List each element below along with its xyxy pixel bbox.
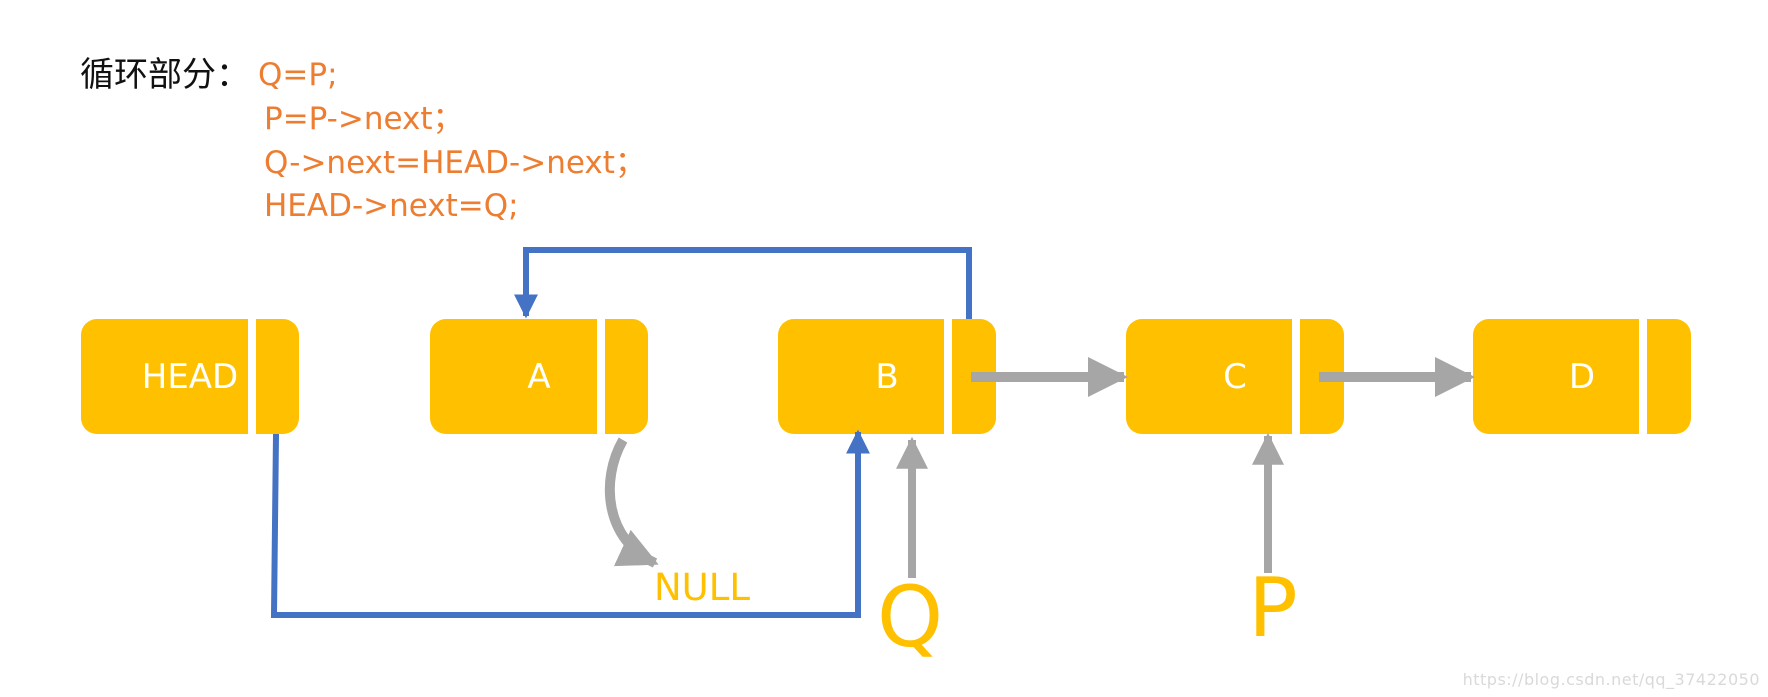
null-label: NULL xyxy=(654,566,750,609)
node-a: A xyxy=(430,319,648,434)
node-head: HEAD xyxy=(81,319,299,434)
node-c-label: C xyxy=(1223,357,1247,397)
code-line-4: HEAD->next=Q; xyxy=(264,188,519,224)
code-line-2: P=P->next； xyxy=(264,101,464,137)
arrow-b-to-a-loop xyxy=(514,247,972,319)
node-head-divider xyxy=(248,319,256,434)
loop-section-label: 循环部分： xyxy=(80,50,250,100)
pointer-q-label: Q xyxy=(877,568,943,666)
node-d-data-cell xyxy=(1473,319,1691,434)
node-a-label: A xyxy=(527,357,550,397)
node-d-label: D xyxy=(1569,357,1595,397)
loop-section-title: 循环部分： xyxy=(80,55,250,95)
node-head-label: HEAD xyxy=(142,357,239,397)
arrow-a-to-null xyxy=(604,437,659,568)
node-c-divider xyxy=(1292,319,1300,434)
node-a-data-cell xyxy=(430,319,648,434)
arrow-head-to-b-loop xyxy=(270,429,870,618)
code-line-1: Q=P; xyxy=(258,57,338,93)
node-d: D xyxy=(1473,319,1691,434)
node-b-data-cell xyxy=(778,319,996,434)
code-line-3: Q->next=HEAD->next； xyxy=(264,145,646,181)
node-d-divider xyxy=(1639,319,1647,434)
node-head-data-cell xyxy=(81,319,299,434)
node-b-divider xyxy=(944,319,952,434)
node-a-divider xyxy=(597,319,605,434)
watermark: https://blog.csdn.net/qq_37422050 xyxy=(1462,670,1760,689)
node-b: B xyxy=(778,319,996,434)
node-c-data-cell xyxy=(1126,319,1344,434)
node-c: C xyxy=(1126,319,1344,434)
node-b-label: B xyxy=(875,357,898,397)
pointer-p-label: P xyxy=(1248,561,1297,656)
